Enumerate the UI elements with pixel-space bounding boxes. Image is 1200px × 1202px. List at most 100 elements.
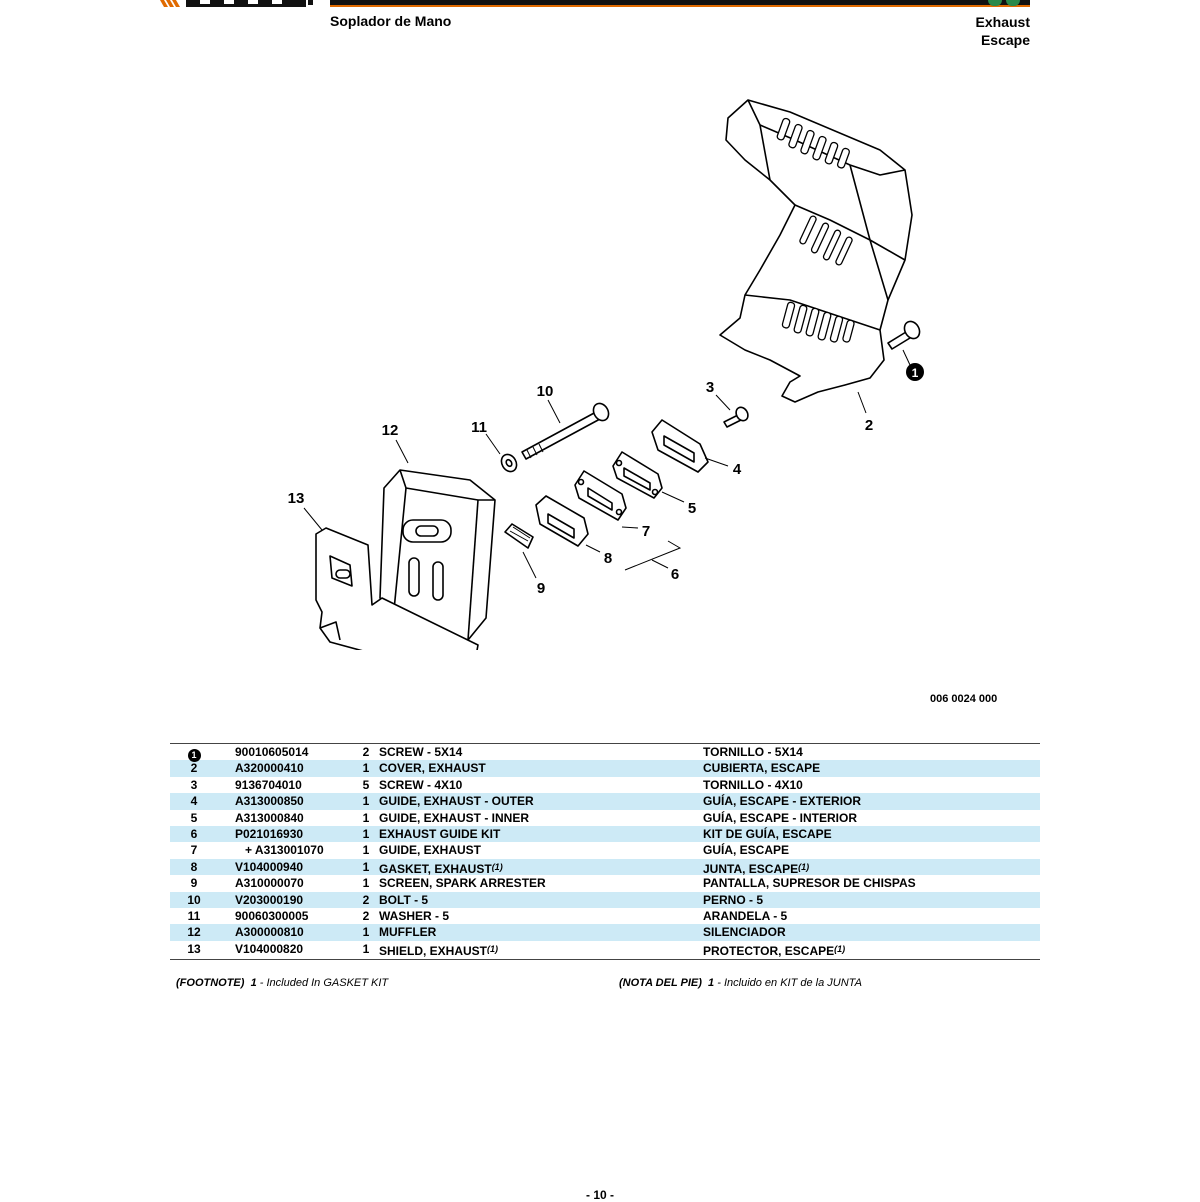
description-en: SCREEN, SPARK ARRESTER bbox=[379, 875, 703, 891]
quantity: 2 bbox=[362, 892, 370, 907]
section-title-en: Exhaust bbox=[975, 14, 1030, 30]
ref-number: 4 bbox=[190, 794, 198, 809]
description-es: GUÍA, ESCAPE bbox=[703, 842, 1040, 858]
footnote-ref: (1) bbox=[834, 943, 846, 954]
description-en: GUIDE, EXHAUST - OUTER bbox=[379, 793, 703, 809]
ref-number: 2 bbox=[190, 761, 198, 776]
description-en: BOLT - 5 bbox=[379, 892, 703, 908]
description-es-text: PANTALLA, SUPRESOR DE CHISPAS bbox=[703, 876, 916, 891]
ref-number: 11 bbox=[187, 908, 201, 923]
description-es: SILENCIADOR bbox=[703, 924, 1040, 940]
quantity: 1 bbox=[362, 810, 370, 825]
description-en: GASKET, EXHAUST(1) bbox=[379, 859, 703, 876]
description-en-text: GASKET, EXHAUST bbox=[379, 861, 492, 876]
description-en-text: GUIDE, EXHAUST bbox=[379, 843, 482, 858]
quantity: 1 bbox=[362, 826, 370, 841]
part-number: A300000810 bbox=[235, 925, 304, 940]
callout-11: 11 bbox=[471, 419, 487, 436]
description-en: SCREW - 4X10 bbox=[379, 777, 703, 793]
screw-5x14-drawing bbox=[887, 320, 921, 350]
footnote-en-num: 1 bbox=[250, 977, 257, 989]
muffler-drawing bbox=[379, 469, 496, 641]
corner-mark-icon bbox=[1006, 0, 1020, 6]
outer-guide-drawing bbox=[651, 419, 709, 473]
bolt-drawing bbox=[521, 402, 610, 460]
exhaust-cover-drawing bbox=[719, 99, 913, 403]
callout-8: 8 bbox=[604, 550, 612, 567]
drawing-number: 006 0024 000 bbox=[930, 693, 998, 705]
callout-10: 10 bbox=[537, 383, 554, 400]
quantity: 1 bbox=[362, 794, 370, 809]
description-en-text: MUFFLER bbox=[379, 925, 437, 940]
table-bottom-rule bbox=[170, 959, 1040, 961]
part-number: P021016930 bbox=[235, 826, 304, 841]
quantity: 1 bbox=[362, 941, 370, 956]
quantity: 5 bbox=[362, 777, 370, 792]
description-en-text: GUIDE, EXHAUST - OUTER bbox=[379, 794, 534, 809]
part-number: A313000850 bbox=[235, 794, 304, 809]
description-es: PROTECTOR, ESCAPE(1) bbox=[703, 941, 1040, 958]
description-es-text: GUÍA, ESCAPE bbox=[703, 843, 790, 858]
quantity: 1 bbox=[362, 843, 370, 858]
ref-number: 13 bbox=[187, 941, 201, 956]
description-en-text: WASHER - 5 bbox=[379, 908, 450, 923]
description-en-text: SCREEN, SPARK ARRESTER bbox=[379, 876, 546, 891]
ref-number: 10 bbox=[187, 892, 201, 907]
description-es: GUÍA, ESCAPE - INTERIOR bbox=[703, 810, 1040, 826]
header-rule bbox=[330, 0, 1030, 7]
part-number: + A313001070 bbox=[245, 843, 324, 858]
callout-7: 7 bbox=[642, 523, 650, 540]
footnote-ref: (1) bbox=[798, 861, 810, 872]
quantity: 1 bbox=[362, 859, 370, 874]
description-es-text: PROTECTOR, ESCAPE bbox=[703, 943, 835, 958]
callout-6: 6 bbox=[671, 566, 679, 583]
description-en: EXHAUST GUIDE KIT bbox=[379, 826, 703, 842]
part-number: A313000840 bbox=[235, 810, 304, 825]
description-es-text: TORNILLO - 5X14 bbox=[703, 745, 803, 759]
description-en: COVER, EXHAUST bbox=[379, 760, 703, 776]
description-en: SCREW - 5X14 bbox=[379, 744, 703, 760]
callout-9: 9 bbox=[537, 580, 545, 597]
ref-number-bullet: 1 bbox=[187, 749, 201, 762]
ref-number: 9 bbox=[190, 876, 198, 891]
description-es-text: GUÍA, ESCAPE - INTERIOR bbox=[703, 810, 858, 825]
description-es: TORNILLO - 4X10 bbox=[703, 777, 1040, 793]
part-number: A320000410 bbox=[235, 761, 304, 776]
description-en: MUFFLER bbox=[379, 924, 703, 940]
exhaust-guide-drawing bbox=[574, 470, 627, 521]
description-es: PANTALLA, SUPRESOR DE CHISPAS bbox=[703, 875, 1040, 891]
callout-12: 12 bbox=[382, 422, 399, 439]
description-es: JUNTA, ESCAPE(1) bbox=[703, 859, 1040, 876]
ref-number: 1 bbox=[170, 744, 218, 762]
quantity: 1 bbox=[362, 876, 370, 891]
description-es-text: JUNTA, ESCAPE bbox=[703, 861, 799, 876]
description-en-text: SHIELD, EXHAUST bbox=[379, 943, 488, 958]
description-es: TORNILLO - 5X14 bbox=[703, 744, 1040, 760]
callout-13: 13 bbox=[288, 490, 305, 507]
description-en: SHIELD, EXHAUST(1) bbox=[379, 941, 703, 958]
quantity: 1 bbox=[362, 761, 370, 776]
part-number: 90060300005 bbox=[235, 908, 309, 923]
footnote-es-num: 1 bbox=[708, 977, 715, 989]
brand-logo bbox=[160, 0, 313, 7]
description-es: PERNO - 5 bbox=[703, 892, 1040, 908]
description-es-text: TORNILLO - 4X10 bbox=[703, 777, 803, 792]
ref-number: 3 bbox=[190, 777, 198, 792]
corner-mark-icon bbox=[988, 0, 1002, 6]
quantity: 1 bbox=[362, 925, 370, 940]
part-number: V104000940 bbox=[235, 859, 304, 874]
part-number: V104000820 bbox=[235, 941, 304, 956]
